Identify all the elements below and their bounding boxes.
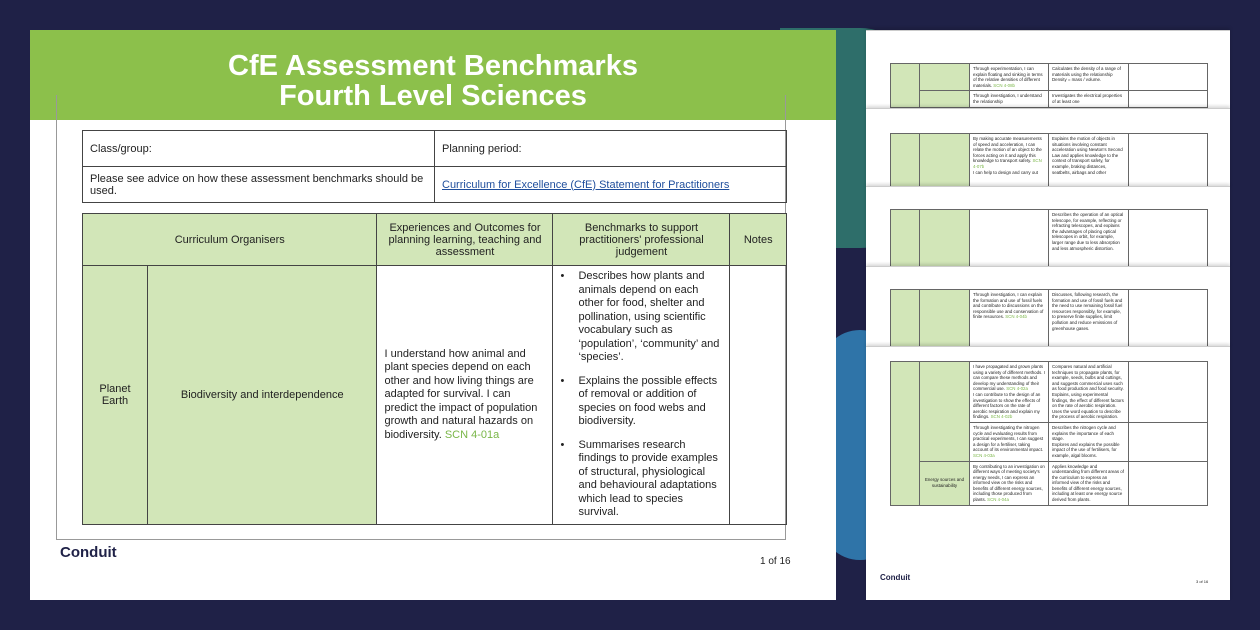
advice-text: Please see advice on how these assessmen… <box>82 166 435 203</box>
benchmarks-table: Curriculum Organisers Experiences and Ou… <box>81 213 787 525</box>
notes-cell[interactable] <box>729 265 787 525</box>
thumbnail-strip: Through investigation, I can explain the… <box>866 266 1230 348</box>
cfe-statement-link[interactable]: Curriculum for Excellence (CfE) Statemen… <box>442 178 730 191</box>
benchmark-item: Explains the possible effects of removal… <box>560 375 722 429</box>
thumbnail-strip: Describes the operation of an optical te… <box>866 186 1230 266</box>
page-title: CfE Assessment Benchmarks <box>228 50 638 82</box>
conduit-logo: Conduit <box>60 544 117 561</box>
page-subtitle: Fourth Level Sciences <box>279 80 587 112</box>
organiser-cell: Planet Earth <box>82 265 148 525</box>
info-table: Class/group:Planning period: Please see … <box>82 130 787 203</box>
page-number: 1 of 16 <box>760 556 791 567</box>
outcome-code: SCN 4-01a <box>444 428 500 441</box>
header-curriculum-organisers: Curriculum Organisers <box>81 213 378 266</box>
page-header: CfE Assessment Benchmarks Fourth Level S… <box>30 30 836 120</box>
thumbnail-page-number: 3 of 16 <box>1196 579 1209 584</box>
benchmark-item: Summarises research findings to provide … <box>560 439 722 520</box>
header-experiences-outcomes: Experiences and Outcomes for planning le… <box>376 213 554 266</box>
header-benchmarks: Benchmarks to support practitioners' pro… <box>552 213 731 266</box>
benchmark-item: Describes how plants and animals depend … <box>560 270 722 365</box>
thumbnail-strip: Through experimentation, I can explain f… <box>866 30 1230 108</box>
thumbnail-strip: I have propagated and grown plants using… <box>866 346 1230 600</box>
benchmarks-cell: Describes how plants and animals depend … <box>552 265 731 525</box>
thumbnail-strip: By making accurate measurements of speed… <box>866 108 1230 188</box>
planning-period-label: Planning period: <box>434 130 787 167</box>
header-notes: Notes <box>729 213 787 266</box>
sub-organiser-cell: Biodiversity and interdependence <box>146 265 378 525</box>
class-group-label: Class/group: <box>82 130 435 167</box>
thumbnail-conduit-logo: Conduit <box>880 573 911 582</box>
outcome-cell: I understand how animal and plant specie… <box>376 265 554 525</box>
